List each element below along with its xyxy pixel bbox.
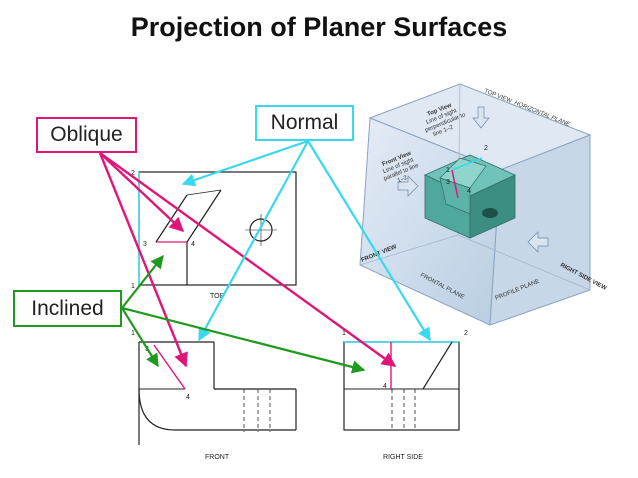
side-view-label: RIGHT SIDE	[383, 454, 423, 461]
top-view-point-2: 2	[131, 170, 135, 177]
svg-text:1–2: 1–2	[397, 175, 409, 185]
iso-point-3: 3	[446, 179, 450, 186]
front-view-point-1: 1	[131, 330, 135, 337]
oblique-label: Oblique	[36, 117, 137, 153]
iso-point-4: 4	[467, 188, 471, 195]
inclined-label: Inclined	[13, 290, 122, 327]
page-title: Projection of Planer Surfaces	[130, 12, 508, 42]
side-view-point-4: 4	[383, 383, 387, 390]
top-view-point-4: 4	[191, 241, 195, 248]
top-view-point-1: 1	[131, 283, 135, 290]
iso-point-2: 2	[484, 145, 488, 152]
side-view-point-1: 1	[342, 330, 346, 337]
top-view-arrow-icon	[472, 106, 490, 129]
normal-arrows	[181, 139, 431, 342]
iso-point-1: 1	[446, 167, 450, 174]
front-view-label: FRONT	[205, 454, 230, 461]
side-view-point-2: 2	[464, 330, 468, 337]
side-view-arrow-icon	[527, 231, 549, 253]
front-view: 1 3 4 FRONT	[131, 330, 297, 461]
front-view-point-4: 4	[186, 394, 190, 401]
inclined-arrows	[121, 254, 366, 374]
top-view-point-3: 3	[143, 241, 147, 248]
right-side-view: 1 2 4 RIGHT SIDE	[342, 330, 468, 461]
normal-label: Normal	[255, 105, 354, 141]
top-view-label: TOP	[210, 293, 225, 300]
isometric-glass-box: 1 2 3 4 TOP VIEW HORIZONTAL PLANE Top Vi…	[359, 83, 608, 326]
isometric-object	[424, 154, 516, 239]
oblique-arrows	[98, 152, 397, 368]
front-view-arrow-icon	[397, 175, 419, 197]
